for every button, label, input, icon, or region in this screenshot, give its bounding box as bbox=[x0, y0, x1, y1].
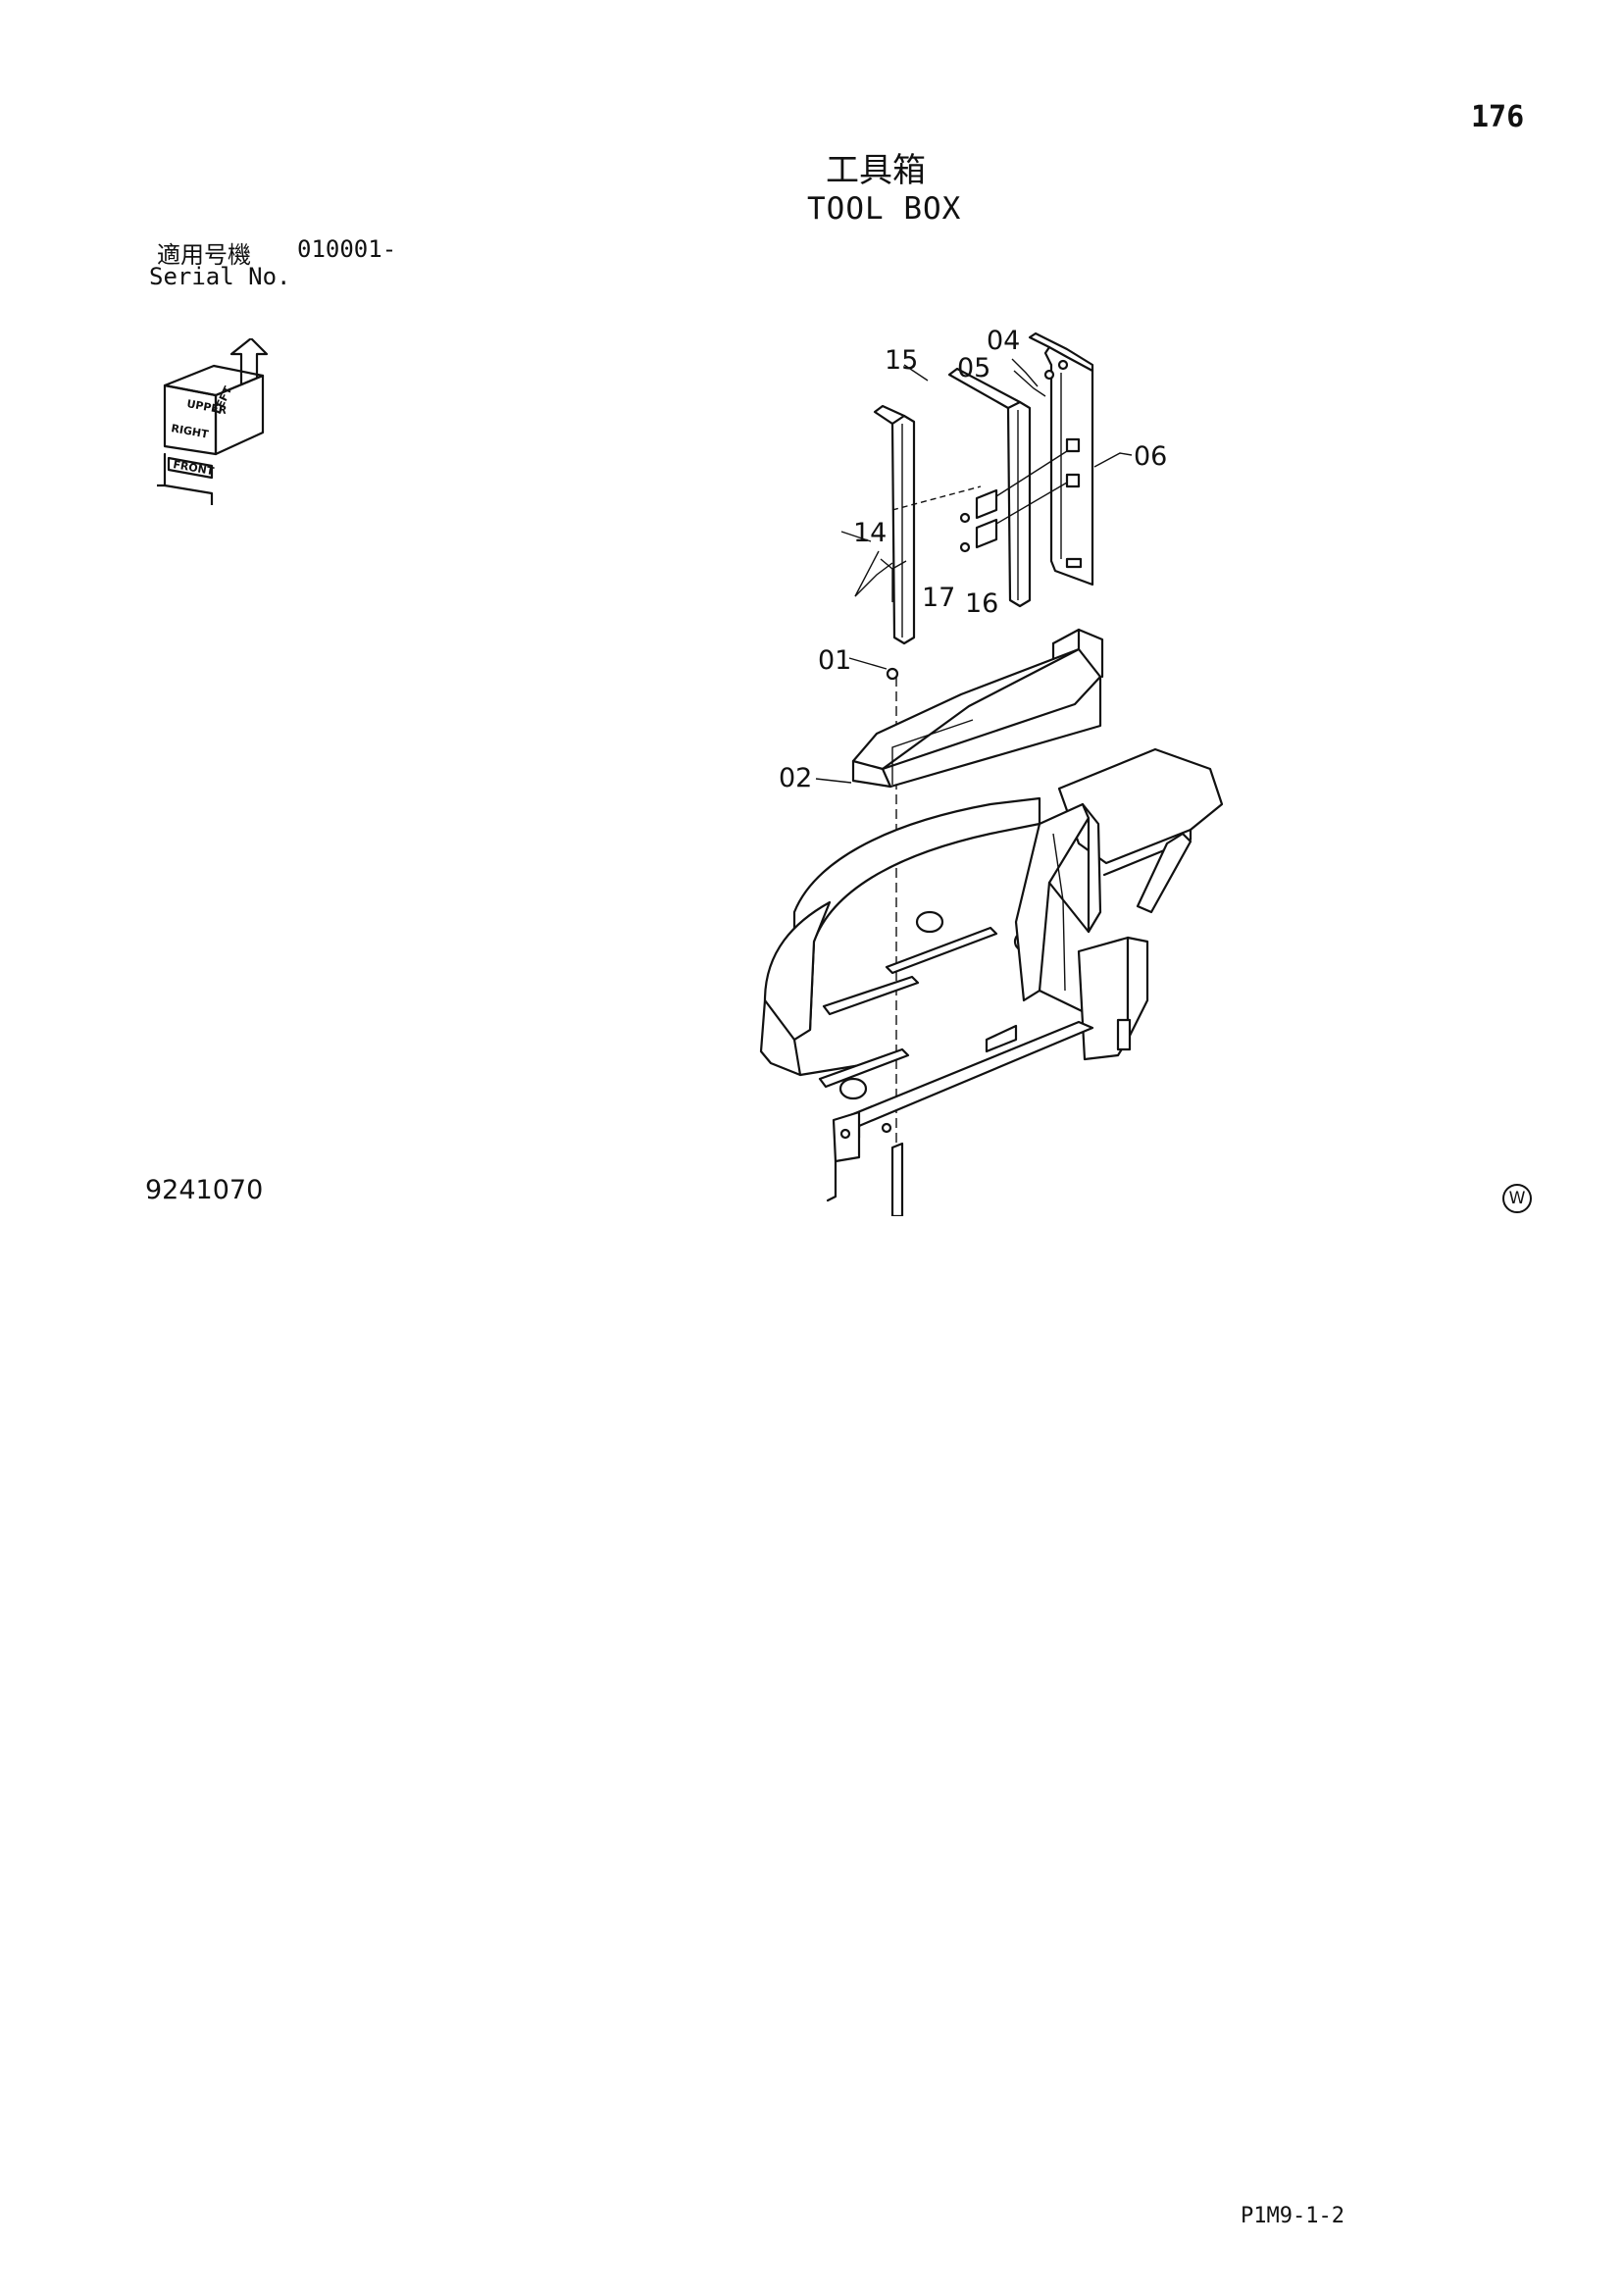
part-15-strip bbox=[947, 367, 1032, 608]
callout-06: 06 bbox=[1134, 441, 1167, 472]
serial-label-japanese: 適用号機 bbox=[157, 241, 251, 269]
tool-box-exploded-diagram: 04 15 05 06 14 17 16 01 02 bbox=[759, 326, 1224, 1216]
callout-04: 04 bbox=[987, 326, 1020, 356]
serial-range-value: 010001- bbox=[297, 235, 397, 263]
callout-01: 01 bbox=[818, 645, 851, 676]
page-title-japanese: 工具箱 bbox=[826, 151, 926, 190]
callout-17: 17 bbox=[922, 583, 955, 613]
callout-14: 14 bbox=[853, 518, 887, 548]
part-06-cover bbox=[1028, 332, 1094, 587]
orientation-label-right: RIGHT bbox=[170, 422, 209, 441]
callout-05: 05 bbox=[957, 353, 990, 383]
drawing-number: 9241070 bbox=[145, 1175, 264, 1205]
callout-16: 16 bbox=[965, 588, 998, 619]
orientation-label-left: LEFT bbox=[211, 384, 234, 417]
page-title-english: TOOL BOX bbox=[807, 191, 962, 227]
footer-code: P1M9-1-2 bbox=[1241, 2204, 1345, 2228]
orientation-cube-icon: RIGHT UPPER LEFT FRONT bbox=[157, 338, 269, 505]
part-16-brackets bbox=[959, 359, 1069, 553]
part-14-strip bbox=[873, 404, 916, 645]
base-frame bbox=[759, 747, 1224, 1216]
page-number: 176 bbox=[1471, 100, 1525, 134]
part-02-tool-box bbox=[851, 628, 1104, 789]
serial-label-english: Serial No. bbox=[149, 263, 291, 290]
callout-15: 15 bbox=[885, 345, 918, 376]
w-mark-icon: W bbox=[1502, 1184, 1532, 1213]
callout-02: 02 bbox=[779, 763, 812, 793]
